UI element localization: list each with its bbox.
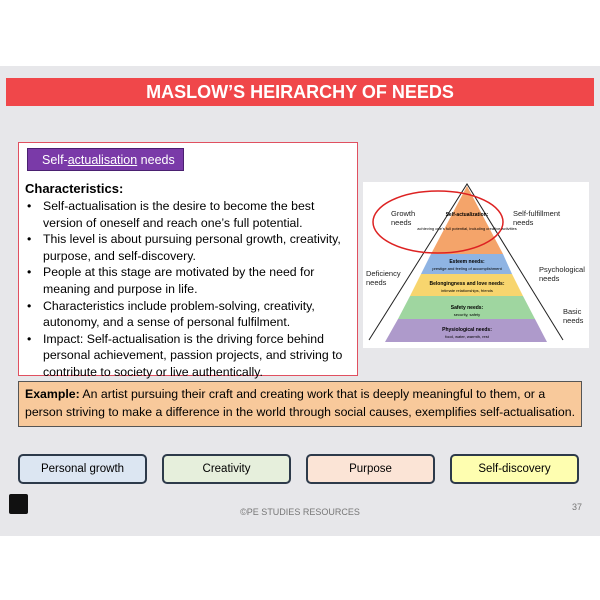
tag-prefix: Self- bbox=[42, 153, 68, 167]
example-box: Example: An artist pursuing their craft … bbox=[18, 381, 582, 427]
level-desc: intimate relationships, friends bbox=[441, 288, 493, 293]
pyramid-level-4 bbox=[398, 296, 535, 319]
slide-title: MASLOW’S HEIRARCHY OF NEEDS bbox=[6, 78, 594, 106]
keyword-personal-growth[interactable]: Personal growth bbox=[18, 454, 147, 484]
level-title: Physiological needs: bbox=[442, 327, 492, 333]
keyword-purpose[interactable]: Purpose bbox=[306, 454, 435, 484]
bracket-lines bbox=[368, 183, 564, 341]
example-text: An artist pursuing their craft and creat… bbox=[25, 387, 575, 419]
pyramid-level-5 bbox=[385, 319, 547, 342]
growth-ellipse bbox=[372, 190, 504, 254]
level-desc: food, water, warmth, rest bbox=[445, 334, 490, 339]
level-desc: prestige and feeling of accomplishment bbox=[432, 266, 502, 271]
keyword-self-discovery[interactable]: Self-discovery bbox=[450, 454, 579, 484]
level-desc: security, safety bbox=[454, 312, 480, 317]
characteristics-box: Self-actualisation needs Characteristics… bbox=[18, 142, 358, 379]
level-title: Safety needs: bbox=[451, 305, 484, 311]
level-title: Esteem needs: bbox=[449, 259, 485, 265]
list-item: Self-actualisation is the desire to beco… bbox=[25, 198, 355, 231]
label-growth: Growth needs bbox=[391, 209, 416, 227]
level-tag: Self-actualisation needs bbox=[27, 148, 184, 171]
characteristics-heading: Characteristics: bbox=[25, 181, 124, 196]
characteristics-list: Self-actualisation is the desire to beco… bbox=[25, 198, 355, 381]
page-number: 37 bbox=[571, 502, 582, 512]
level-desc: achieving one's full potential, includin… bbox=[417, 226, 517, 231]
level-title: Self-actualization: bbox=[446, 212, 489, 218]
label-self-fulfillment: Self-fulfillment needs bbox=[513, 209, 561, 227]
footer-copyright: ©PE STUDIES RESOURCES bbox=[240, 507, 360, 517]
list-item: This level is about pursuing personal gr… bbox=[25, 231, 355, 264]
level-title: Belongingness and love needs: bbox=[429, 281, 504, 287]
keyword-creativity[interactable]: Creativity bbox=[162, 454, 291, 484]
pyramid-level-3 bbox=[410, 274, 523, 296]
tag-underlined: actualisation bbox=[67, 153, 138, 167]
pyramid-level-1 bbox=[431, 186, 503, 254]
list-item: People at this stage are motivated by th… bbox=[25, 264, 355, 297]
brand-logo-icon bbox=[9, 494, 28, 514]
label-deficiency: Deficiency needs bbox=[366, 269, 401, 287]
slide: MASLOW’S HEIRARCHY OF NEEDS Self-actuali… bbox=[0, 66, 600, 536]
list-item: Impact: Self-actualisation is the drivin… bbox=[25, 331, 355, 381]
pyramid-level-2 bbox=[421, 254, 512, 274]
label-basic: Basic needs bbox=[563, 307, 584, 325]
example-label: Example: bbox=[25, 387, 80, 401]
tag-suffix: needs bbox=[137, 153, 175, 167]
label-psychological: Psychological needs bbox=[539, 265, 585, 283]
maslow-pyramid-image: Self-actualization: achieving one's full… bbox=[363, 182, 589, 348]
list-item: Characteristics include problem-solving,… bbox=[25, 298, 355, 331]
